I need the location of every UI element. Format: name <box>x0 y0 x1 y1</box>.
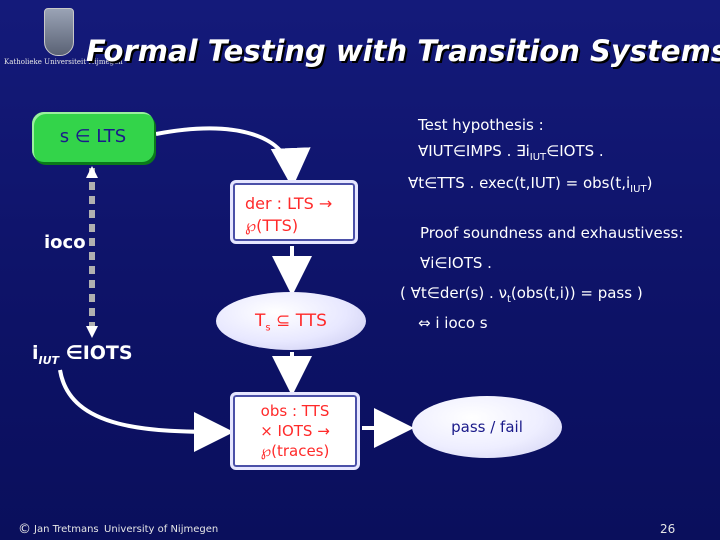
arrow-lts-to-der <box>155 126 311 188</box>
obs-line-2: × IOTS → <box>260 422 330 440</box>
proof-line-1: ∀i∈IOTS . <box>420 254 492 272</box>
arrow-iut-to-obs <box>58 369 234 452</box>
pass-fail-ellipse: pass / fail <box>412 396 562 458</box>
hypothesis-line-2: ∀t∈TTS . exec(t,IUT) = obs(t,iIUT) <box>408 174 653 195</box>
copyright-symbol: © <box>18 522 31 537</box>
obs-function-box: obs : TTS × IOTS → ℘(traces) <box>230 392 360 470</box>
lts-spec-box: s ∈ LTS <box>32 112 154 162</box>
proof-title: Proof soundness and exhaustivess: <box>420 224 684 242</box>
footer-author: Jan Tretmans <box>34 524 99 535</box>
page-number: 26 <box>660 522 676 536</box>
slide-title: Formal Testing with Transition Systems <box>86 34 720 68</box>
ioco-label: ioco <box>44 232 86 253</box>
obs-line-1: obs : TTS <box>260 402 330 420</box>
test-suite-ellipse: Ts ⊆ TTS <box>216 292 366 350</box>
hypothesis-line-1: ∀IUT∈IMPS . ∃iIUT∈IOTS . <box>418 142 604 163</box>
proof-line-3: ⇔ i ioco s <box>418 314 488 332</box>
der-line-2: ℘(TTS) <box>245 216 299 235</box>
hypothesis-title: Test hypothesis : <box>418 116 544 134</box>
ioco-dashed-link <box>86 166 98 338</box>
university-logo-caption: Katholieke Universiteit Nijmegen <box>4 58 123 66</box>
footer-university: University of Nijmegen <box>104 524 219 535</box>
obs-line-3: ℘(traces) <box>260 442 330 460</box>
der-line-1: der : LTS → <box>245 194 333 213</box>
university-logo <box>44 8 74 56</box>
proof-line-2: ( ∀t∈der(s) . νt(obs(t,i)) = pass ) <box>400 284 643 305</box>
iut-label: iIUT ∈IOTS <box>32 342 133 367</box>
der-function-box: der : LTS → ℘(TTS) <box>230 180 358 244</box>
